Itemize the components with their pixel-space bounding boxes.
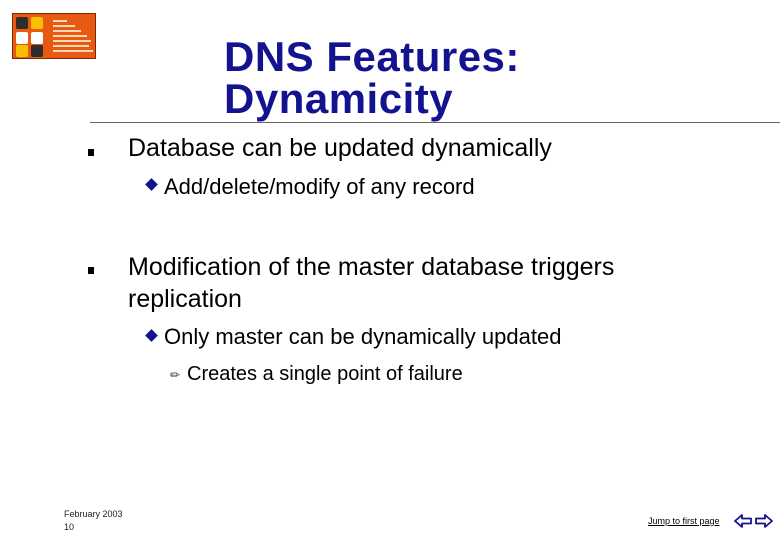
pencil-bullet: ✏ xyxy=(170,368,181,382)
bullet-1-text: Database can be updated dynamically xyxy=(128,134,552,162)
page-number: 10 xyxy=(64,522,75,532)
left-arrow-icon[interactable] xyxy=(734,514,752,533)
diamond-bullet xyxy=(145,329,158,342)
slide-title: DNS Features: Dynamicity xyxy=(224,36,644,120)
square-bullet xyxy=(88,267,94,274)
bullet-2-sub-1-text: Only master can be dynamically updated xyxy=(164,324,562,349)
right-arrow-icon[interactable] xyxy=(755,514,773,533)
footer-info: February 2003 10 xyxy=(64,508,123,534)
diamond-bullet xyxy=(145,178,158,191)
title-divider xyxy=(90,122,780,123)
organization-logo xyxy=(12,13,96,59)
slide-title-line1: DNS Features: xyxy=(224,33,520,80)
bullet-2-text-line2: replication xyxy=(128,285,242,313)
bullet-1-sub-1-text: Add/delete/modify of any record xyxy=(164,174,475,199)
bullet-2-sub-1-sub-1-text: Creates a single point of failure xyxy=(187,363,463,385)
slide-title-line2: Dynamicity xyxy=(224,75,454,122)
footer-date: February 2003 xyxy=(64,509,123,519)
square-bullet xyxy=(88,149,94,156)
jump-to-first-page-link[interactable]: Jump to first page xyxy=(648,516,720,526)
bullet-2-text-line1: Modification of the master database trig… xyxy=(128,253,615,281)
